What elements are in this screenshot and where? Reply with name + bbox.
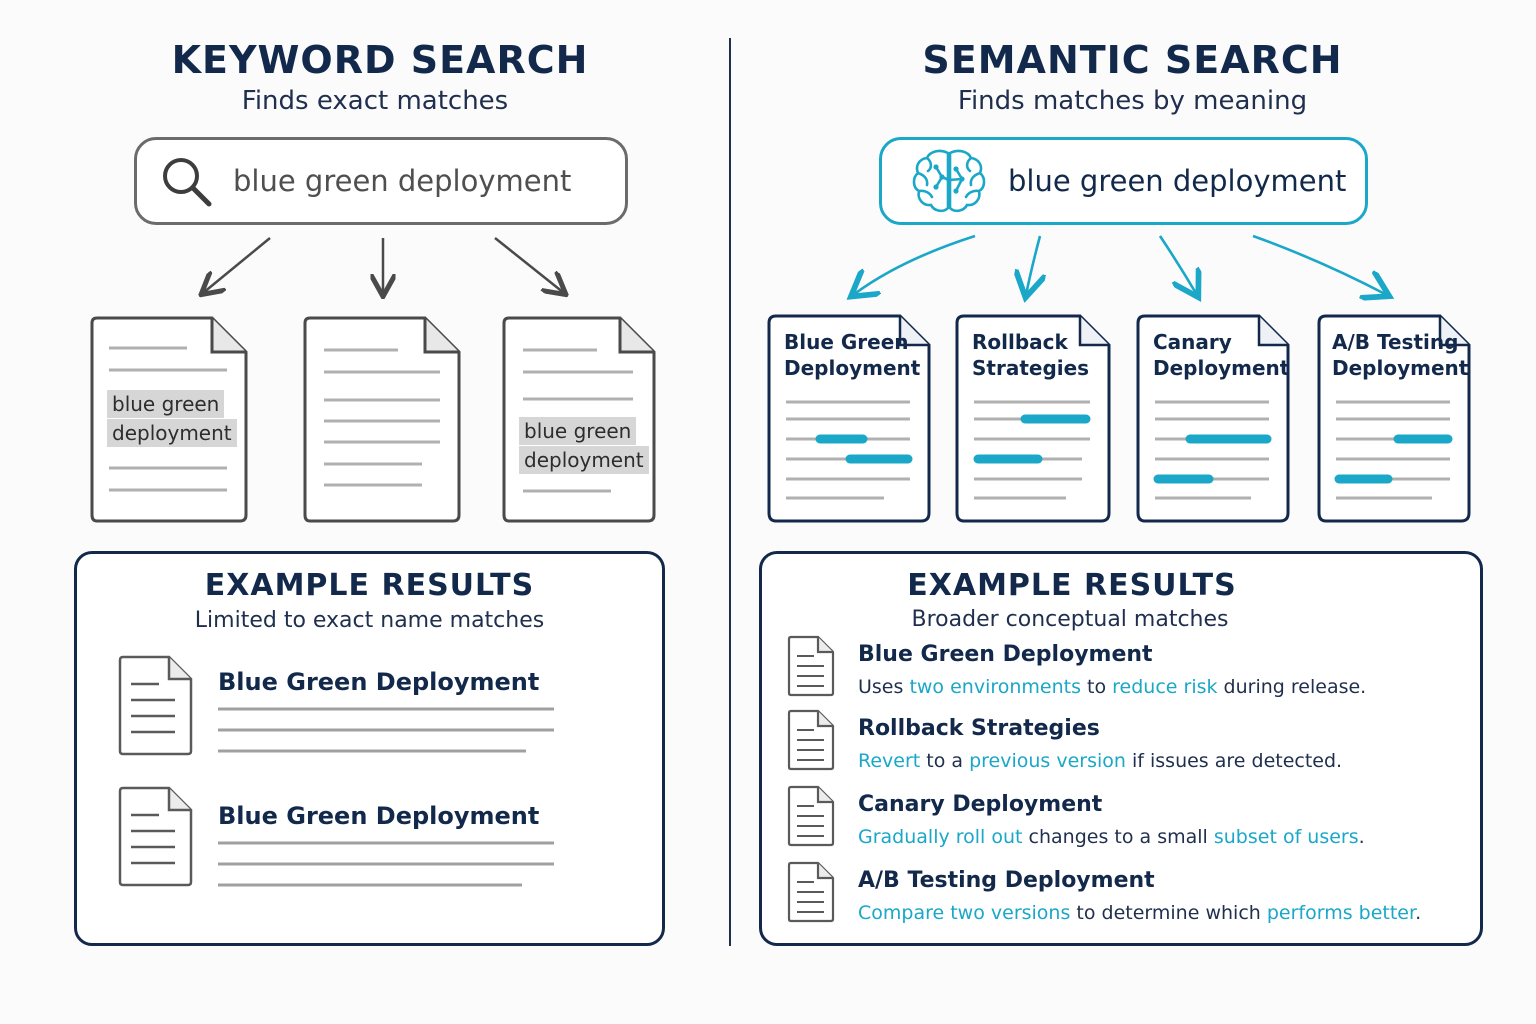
result-description: Revert to a previous version if issues a… [858,750,1342,772]
keyword-subtitle: Finds exact matches [241,86,509,116]
description-text: . [1415,902,1422,924]
description-text: to a [920,750,970,772]
semantic-doc-2: Rollback Strategies [954,313,1112,525]
description-text: Uses [858,676,910,698]
keyword-search-query: blue green deployment [233,164,572,198]
highlight-match: deployment [107,419,237,447]
arrow-semantic-2 [1026,235,1040,295]
document-icon [117,654,195,762]
semantic-results-panel: EXAMPLE RESULTS Broader conceptual match… [759,551,1483,946]
doc-title: A/B Testing Deployment [1332,330,1469,380]
result-lines [218,707,554,753]
search-icon [157,152,215,210]
arrow-left [203,237,271,293]
description-text: to [1081,676,1113,698]
concept-keyword: reduce risk [1112,676,1218,698]
result-title[interactable]: Blue Green Deployment [218,668,540,696]
semantic-results-subtitle: Broader conceptual matches [911,607,1229,632]
document-icon [786,784,836,852]
doc-title: Canary Deployment [1153,330,1290,380]
keyword-doc-3: blue green deployment [501,315,657,525]
doc-title: Rollback Strategies [972,330,1090,380]
semantic-doc-3: Canary Deployment [1135,313,1291,525]
arrow-right [494,237,564,293]
keyword-arrows [190,237,580,310]
result-title[interactable]: Canary Deployment [858,792,1103,817]
doc-title: Blue Green Deployment [784,330,921,380]
description-text: during release. [1217,676,1367,698]
arrow-semantic-4 [1252,234,1387,295]
semantic-search-query: blue green deployment [1008,164,1347,198]
semantic-doc-4: A/B Testing Deployment [1316,313,1472,525]
keyword-doc-1: blue green deployment [89,315,249,525]
semantic-results-title: EXAMPLE RESULTS [907,568,1237,603]
keyword-results-panel: EXAMPLE RESULTS Limited to exact name ma… [74,551,665,946]
concept-keyword: performs better [1266,902,1416,924]
concept-keyword: subset of users [1213,826,1359,848]
document-icon [786,860,836,928]
arrow-semantic-1 [853,234,976,295]
concept-keyword: Gradually roll out [858,826,1023,848]
section-divider [729,38,731,946]
keyword-title: KEYWORD SEARCH [171,38,589,82]
description-text: to determine which [1070,902,1267,924]
result-description: Uses two environments to reduce risk dur… [858,676,1366,698]
description-text: . [1358,826,1365,848]
result-title[interactable]: Rollback Strategies [858,716,1100,741]
concept-keyword: Revert [858,750,921,772]
description-text: if issues are detected. [1125,750,1343,772]
concept-keyword: previous version [969,750,1126,772]
result-title[interactable]: Blue Green Deployment [858,642,1153,667]
description-text: changes to a small [1022,826,1214,848]
result-title[interactable]: A/B Testing Deployment [858,868,1155,893]
brain-icon [910,147,988,215]
document-icon [786,708,836,776]
highlight-match: deployment [519,446,649,474]
concept-keyword: two environments [909,676,1081,698]
keyword-search-box[interactable]: blue green deployment [134,137,628,225]
keyword-results-title: EXAMPLE RESULTS [204,568,535,603]
keyword-doc-2 [302,315,462,525]
semantic-arrows [840,234,1400,305]
document-icon [117,785,195,893]
result-lines [218,841,554,887]
semantic-subtitle: Finds matches by meaning [957,86,1308,116]
result-description: Gradually roll out changes to a small su… [858,826,1365,848]
document-icon [786,634,836,702]
arrow-semantic-3 [1158,235,1197,295]
semantic-doc-1: Blue Green Deployment [766,313,932,525]
keyword-results-subtitle: Limited to exact name matches [194,608,545,633]
semantic-title: SEMANTIC SEARCH [922,38,1343,82]
highlight-match: blue green [519,417,637,445]
highlight-match: blue green [107,390,225,418]
result-title[interactable]: Blue Green Deployment [218,802,540,830]
semantic-search-box[interactable]: blue green deployment [879,137,1368,225]
concept-keyword: Compare two versions [858,902,1071,924]
result-description: Compare two versions to determine which … [858,902,1421,924]
